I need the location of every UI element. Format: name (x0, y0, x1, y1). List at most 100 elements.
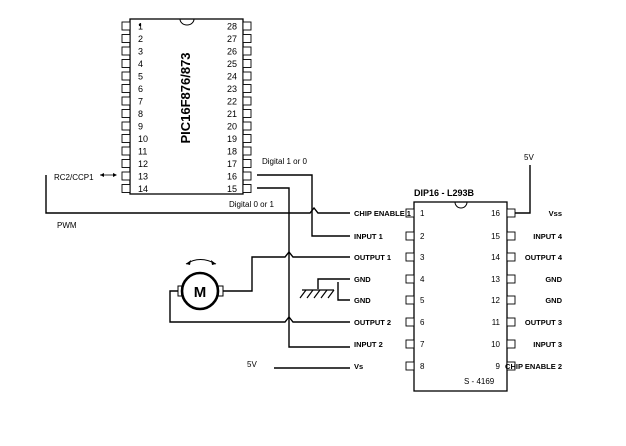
l293-right-label: Vss (549, 209, 562, 218)
pic-pin-number: 22 (227, 97, 237, 107)
pic-pin-stub (121, 84, 131, 93)
pic-pin-number: 11 (138, 147, 147, 157)
pic-pin-stub (242, 184, 252, 193)
l293-pin-number: 9 (496, 362, 501, 371)
rc2-arrowhead-right (113, 173, 117, 177)
l293-title: DIP16 - L293B (414, 188, 475, 198)
pic-pin-number: 1 (138, 22, 143, 32)
l293-pin-stub (506, 339, 516, 349)
pic-pin-stub (121, 34, 131, 43)
l293-pin-number: 6 (420, 318, 425, 327)
pic-pin-stub (121, 46, 131, 56)
pic-pin-stub (121, 134, 131, 143)
pic-pin-stub (242, 109, 252, 118)
pic-pin-stub (242, 96, 252, 106)
l293-right-label: OUTPUT 4 (525, 253, 563, 262)
l293-right-label: CHIP ENABLE 2 (505, 362, 562, 371)
pic-pin-number: 7 (138, 97, 143, 107)
l293-pin-stub (506, 274, 516, 284)
l293-pin-number: 15 (491, 232, 500, 241)
l293-pin-stub (405, 295, 415, 305)
l293-right-label: INPUT 3 (533, 340, 562, 349)
l293-pin-number: 8 (420, 362, 425, 371)
pic-pin-number: 2 (138, 34, 143, 44)
supply-bottom-label: 5V (247, 360, 257, 369)
pin16-wire (257, 174, 350, 237)
pic-pin-stub (242, 34, 252, 43)
pic-pin-stub (242, 59, 252, 68)
pic-pin-number: 26 (227, 47, 237, 57)
motor-label: M (194, 284, 207, 301)
digital-0-label: Digital 0 or 1 (229, 200, 274, 209)
pic-pin-stub (242, 84, 252, 93)
l293-pin-number: 16 (491, 209, 500, 218)
l293-pin-stub (405, 339, 415, 349)
pic-pin-number: 10 (138, 134, 148, 144)
pic-pin-number: 18 (227, 147, 237, 157)
l293-pin-number: 7 (420, 340, 425, 349)
gnd-wire-2 (337, 282, 350, 301)
pic-pin-stub (121, 121, 131, 131)
motor-icon: M (177, 259, 224, 311)
output2-wire (169, 290, 350, 323)
pin1-dot (138, 23, 142, 27)
pic-pin-number: 8 (138, 109, 143, 119)
l293-right-label: GND (545, 296, 562, 305)
l293-pin-number: 11 (492, 318, 501, 327)
gnd-wire (317, 278, 350, 289)
pic-pin-number: 13 (138, 172, 148, 182)
pic-pin-stub (121, 184, 131, 193)
pic-pin-stub (121, 146, 131, 156)
l293-pin-stub (506, 361, 516, 371)
pic-body (129, 18, 244, 195)
l293-left-label: GND (354, 296, 371, 305)
pic-pin-number: 16 (227, 172, 237, 182)
l293-pin-number: 10 (491, 340, 500, 349)
l293-pin-number: 1 (420, 209, 425, 218)
l293-pin-stub (506, 295, 516, 305)
supply-top-label: 5V (524, 153, 534, 162)
l293-pin-stub (405, 274, 415, 284)
l293-pin-number: 12 (491, 296, 500, 305)
rc2-arrowhead-left (100, 173, 104, 177)
l293-pin-number: 2 (420, 232, 425, 241)
pic-pin-stub (121, 96, 131, 106)
pic-pin-stub (242, 21, 252, 31)
pic-pin-number: 6 (138, 84, 143, 94)
l293-left-label: OUTPUT 2 (354, 318, 391, 327)
pic-pin-number: 25 (227, 59, 237, 69)
pic-pin-stub (121, 21, 131, 31)
pic-pin-number: 17 (227, 159, 237, 169)
l293-pin-stub (405, 361, 415, 371)
pic-pin-stub (242, 146, 252, 156)
digital-1-label: Digital 1 or 0 (262, 157, 307, 166)
pic-pin-number: 20 (227, 122, 237, 132)
pic-pin-number: 19 (227, 134, 237, 144)
pic-pin-number: 12 (138, 159, 148, 169)
l293-code: S - 4169 (464, 377, 495, 386)
l293-pin-stub (506, 208, 516, 218)
rc2-ccp1-label: RC2/CCP1 (54, 173, 94, 182)
l293-pin-number: 4 (420, 275, 425, 284)
pic-pin-stub (242, 159, 252, 168)
l293-left-label: OUTPUT 1 (354, 253, 391, 262)
pic-pin-number: 9 (138, 122, 143, 132)
pwm-label: PWM (57, 221, 77, 230)
l293-left-label: Vs (354, 362, 363, 371)
l293-pin-stub (506, 231, 516, 241)
pic-pin-number: 5 (138, 72, 143, 82)
l293-right-label: INPUT 4 (533, 232, 563, 241)
l293-left-label: GND (354, 275, 371, 284)
l293-left-label: CHIP ENABLE 1 (354, 209, 411, 218)
pic-pin-number: 21 (227, 109, 237, 119)
l293-right-label: OUTPUT 3 (525, 318, 562, 327)
pic-pin-number: 23 (227, 84, 237, 94)
pic-pin-stub (121, 109, 131, 118)
pic-pin-stub (121, 159, 131, 168)
pic-pin-stub (242, 46, 252, 56)
